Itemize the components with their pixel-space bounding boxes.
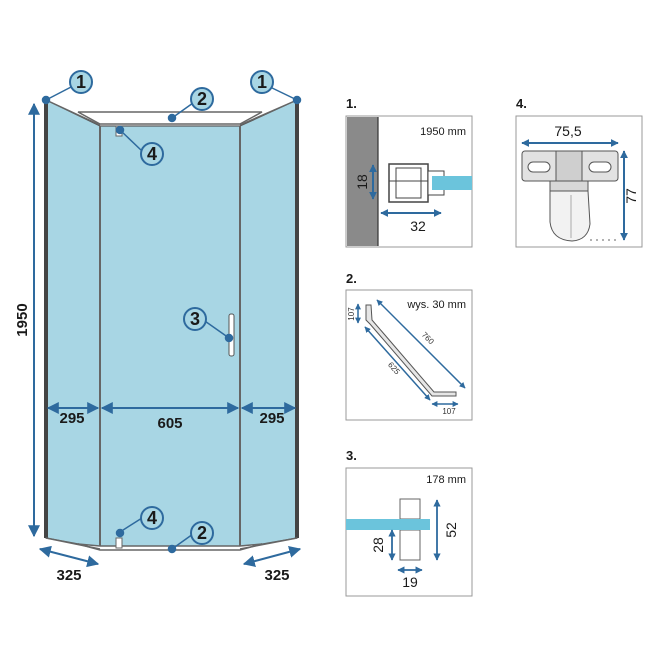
- callout-4-bottom-label: 4: [147, 508, 157, 528]
- panel-2-note: wys. 30 mm: [406, 299, 466, 311]
- top-bar-detail: [365, 304, 457, 397]
- panel-4-h-dim: 75,5: [554, 123, 581, 139]
- panel-1-v-dim: 18: [354, 174, 370, 190]
- callout-4-bottom: [140, 506, 164, 530]
- detail-panel-1: 1. 1950 mm 18 32: [345, 96, 473, 248]
- left-glass-panel: [45, 99, 101, 549]
- detail-panel-4: 4. 75,5 77: [515, 96, 643, 248]
- bottom-left-arrow: [38, 545, 100, 568]
- panel-1-h-dim: 32: [410, 218, 426, 234]
- width-left-label: 295: [59, 410, 84, 427]
- panel-3-h-dim: 19: [402, 574, 418, 590]
- panel-2-dim-4: 107: [442, 407, 456, 416]
- callout-1-right-label: 1: [257, 72, 267, 92]
- handle-glass-detail: [346, 519, 430, 530]
- right-glass-panel: [239, 99, 298, 549]
- callout-3-handle: [183, 307, 207, 331]
- bottom-right-arrow: [242, 545, 302, 568]
- callout-2-bottom-label: 2: [197, 523, 207, 543]
- callout-leaders: [41, 85, 302, 554]
- door-glass-panel: [99, 125, 241, 549]
- bottom-hinge: [115, 537, 123, 549]
- callout-2-top: [190, 87, 214, 111]
- panel-3-v-large: 52: [443, 522, 459, 538]
- panel-1-note: 1950 mm: [420, 126, 466, 138]
- panel-1-label: 1.: [346, 96, 357, 111]
- hinge-body: [549, 190, 591, 242]
- callout-4-top: [140, 142, 164, 166]
- panel-4-label: 4.: [516, 96, 527, 111]
- width-center-label: 605: [157, 415, 182, 432]
- panel-2-dim-1: 107: [347, 307, 356, 321]
- callout-1-left-label: 1: [76, 72, 86, 92]
- detail-panel-2: 2. wys. 30 mm 107 760 625 107: [345, 271, 473, 421]
- glass-detail: [432, 176, 472, 190]
- panel-2-label: 2.: [346, 271, 357, 286]
- handle-detail-top: [399, 498, 421, 520]
- bottom-right-label: 325: [264, 567, 289, 584]
- handle-detail-bottom: [399, 529, 421, 561]
- detail-panel-3: 3. 178 mm 28 52 19: [345, 448, 473, 597]
- height-dimension-label: 1950: [14, 303, 31, 336]
- callout-1-right: [250, 70, 274, 94]
- panel-3-label: 3.: [346, 448, 357, 463]
- width-right-label: 295: [259, 410, 284, 427]
- callout-2-top-label: 2: [197, 89, 207, 109]
- callout-1-left: [69, 70, 93, 94]
- wall-profile-detail: [388, 163, 429, 203]
- callout-4-top-label: 4: [147, 144, 157, 164]
- panel-3-note: 178 mm: [426, 474, 466, 486]
- panel-3-v-small: 28: [370, 537, 386, 553]
- callout-3-handle-label: 3: [190, 309, 200, 329]
- callout-circles: [69, 70, 274, 545]
- callout-2-bottom: [190, 521, 214, 545]
- enclosure-drawing: 1 2 1 4 3 4 2 1950 295 605 295 325 325: [14, 70, 302, 584]
- bottom-left-label: 325: [56, 567, 81, 584]
- panel-4-v-dim: 77: [623, 188, 639, 204]
